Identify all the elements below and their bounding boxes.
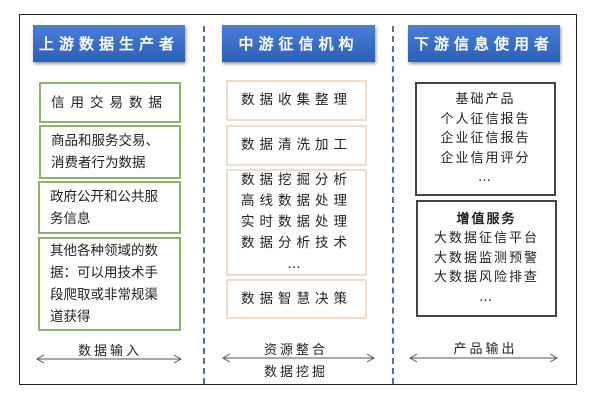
diagram-frame [19, 14, 577, 385]
item-text: 商品和服务交易、消费者行为数据 [51, 133, 159, 171]
downstream-header: 下游信息使用者 [408, 25, 560, 62]
item-text: 实时数据处理 [241, 214, 352, 230]
upstream-footer: 数据输入 [77, 344, 142, 359]
double-arrow-icon [409, 353, 558, 363]
double-arrow-icon [36, 354, 182, 364]
group-item: 企业信用评分 [440, 150, 531, 166]
group-item: … [478, 170, 493, 186]
downstream-group: 增值服务大数据征信平台大数据监测预警大数据风险排查 … [416, 200, 557, 317]
midstream-item: 数据智慧决策 [226, 279, 367, 319]
item-text: 数据智慧决策 [241, 290, 352, 307]
midstream-footer: 数据挖掘 [263, 365, 328, 380]
group-item: 大数据监测预警 [433, 250, 539, 266]
item-text: … [287, 256, 306, 272]
divider-line [392, 26, 394, 384]
item-text: 政府公开和公共服务信息 [50, 188, 158, 227]
group-item: … [479, 289, 494, 305]
item-text: 数据分析技术 [241, 235, 352, 251]
upstream-item: 信用交易数据 [39, 82, 181, 123]
midstream-item: 数据清洗加工 [226, 125, 367, 166]
midstream-header: 中游征信机构 [222, 25, 375, 62]
upstream-header: 上游数据生产者 [33, 25, 185, 62]
group-item: 个人征信报告 [440, 111, 531, 127]
item-text: 数据挖掘分析 [241, 172, 352, 188]
downstream-group: 基础产品个人征信报告企业征信报告企业信用评分 … [415, 82, 556, 196]
downstream-footer: 产品输出 [453, 342, 518, 357]
midstream-item: 数据挖掘分析高线数据处理实时数据处理数据分析技术 … [226, 169, 367, 276]
divider-line [203, 26, 205, 384]
double-arrow-icon [222, 353, 375, 363]
midstream-footer: 资源整合 [263, 343, 328, 358]
group-item: 企业征信报告 [440, 131, 531, 147]
group-title: 增值服务 [456, 211, 517, 227]
upstream-item: 政府公开和公共服务信息 [38, 181, 181, 234]
item-text: 高线数据处理 [241, 193, 352, 209]
item-text: 数据清洗加工 [241, 137, 352, 153]
upstream-item: 其他各种领域的数据：可以用技术手段爬取或非常规渠道获得 [38, 237, 181, 331]
item-text: 信用交易数据 [51, 94, 168, 111]
group-item: 大数据风险排查 [433, 270, 539, 286]
upstream-item: 商品和服务交易、消费者行为数据 [39, 125, 181, 179]
midstream-item: 数据收集整理 [226, 80, 367, 121]
item-text: 其他各种领域的数据：可以用技术手段爬取或非常规渠道获得 [50, 243, 158, 325]
group-title: 基础产品 [455, 92, 516, 108]
item-text: 数据收集整理 [241, 92, 352, 108]
group-item: 大数据征信平台 [433, 231, 539, 247]
